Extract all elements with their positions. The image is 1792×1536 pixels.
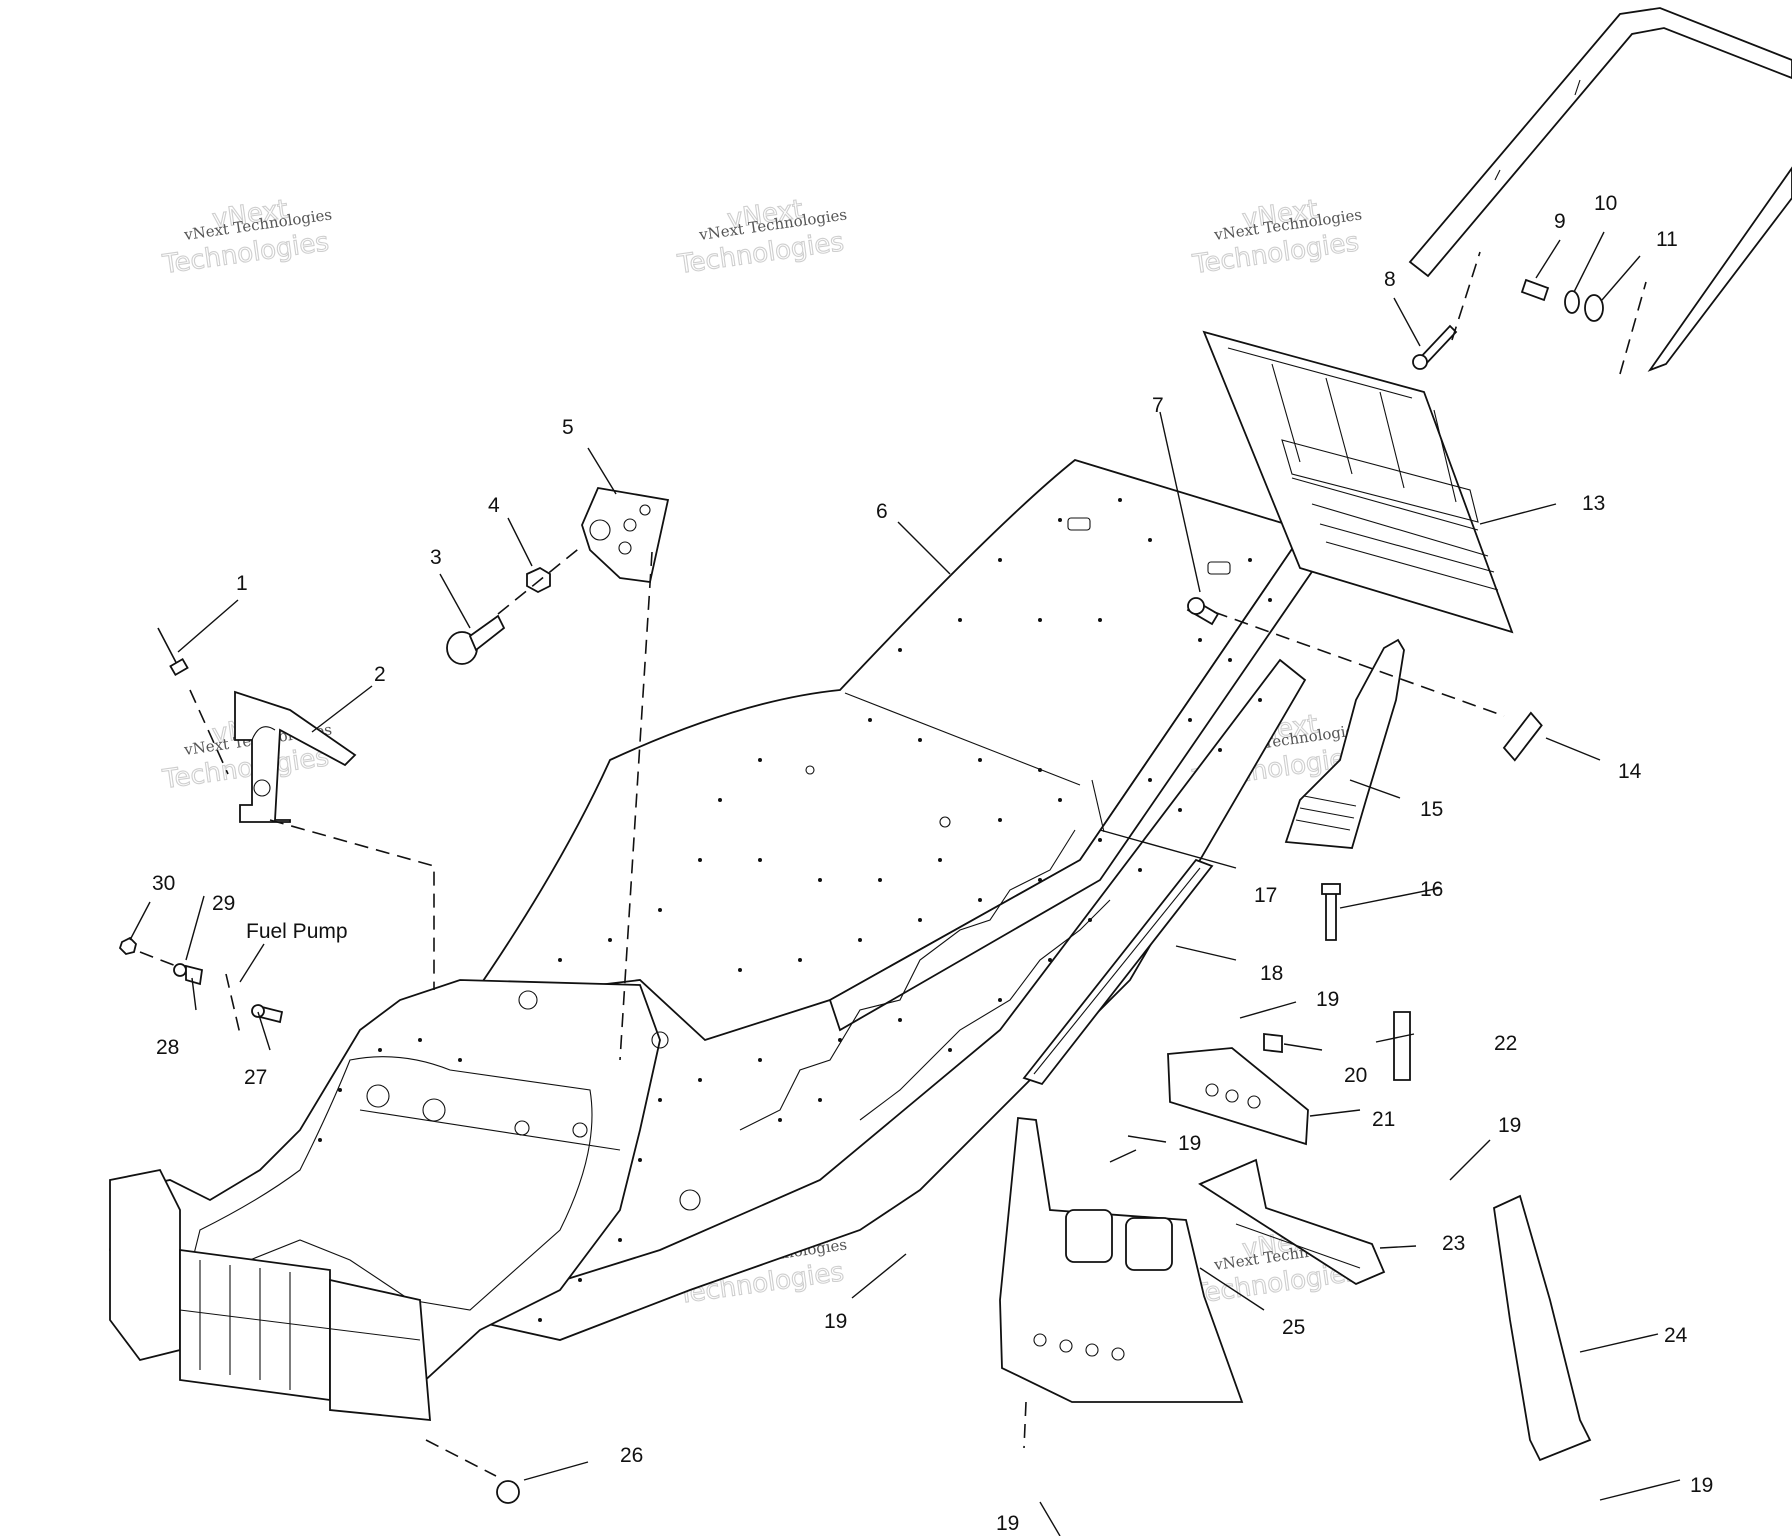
part-24-side-guard <box>1493 1194 1592 1462</box>
part-1-bolt <box>157 627 189 677</box>
label-part-4: 4 <box>488 494 500 517</box>
chassis-tunnel <box>109 459 1322 1422</box>
label-part-10: 10 <box>1594 192 1617 215</box>
label-part-5: 5 <box>562 416 574 439</box>
part-13-snow-flap <box>1202 330 1514 634</box>
label-part-19e: 19 <box>996 1512 1019 1535</box>
label-part-18: 18 <box>1260 962 1283 985</box>
label-part-19b: 19 <box>1178 1132 1201 1155</box>
part-5-mount-plate <box>581 486 670 584</box>
label-part-16: 16 <box>1420 878 1443 901</box>
fuel-pump-label: Fuel Pump <box>246 920 348 943</box>
label-part-30: 30 <box>152 872 175 895</box>
fuel-pump-hardware <box>118 936 284 1024</box>
label-part-15: 15 <box>1420 798 1443 821</box>
part-20-clip <box>1263 1032 1283 1054</box>
part-25-toe-hold <box>999 1117 1244 1403</box>
label-part-19a: 19 <box>1316 988 1339 1011</box>
label-part-19f: 19 <box>1690 1474 1713 1497</box>
label-part-8: 8 <box>1384 268 1396 291</box>
label-part-2: 2 <box>374 663 386 686</box>
label-part-14: 14 <box>1618 760 1642 783</box>
part-21-footrest-bracket <box>1167 1047 1309 1146</box>
label-part-1: 1 <box>236 572 248 595</box>
label-part-17: 17 <box>1254 884 1277 907</box>
label-part-29: 29 <box>212 892 235 915</box>
label-part-27: 27 <box>244 1066 267 1089</box>
part-10-washer <box>1564 290 1580 314</box>
leader-lines <box>129 231 1681 1536</box>
label-part-19c: 19 <box>1498 1114 1521 1137</box>
label-part-13: 13 <box>1582 492 1605 515</box>
part-17-skirt-panel <box>1091 779 1105 833</box>
part-3-shoulder-bolt <box>446 614 506 665</box>
part-4-nut <box>526 566 551 594</box>
label-part-28: 28 <box>156 1036 179 1059</box>
part-14-plate <box>1502 711 1543 762</box>
label-part-21: 21 <box>1372 1108 1395 1131</box>
part-11-washer <box>1584 294 1604 322</box>
label-part-25: 25 <box>1282 1316 1305 1339</box>
label-part-7: 7 <box>1152 394 1164 417</box>
part-26-plug <box>496 1480 520 1504</box>
label-part-19d: 19 <box>824 1310 847 1333</box>
label-part-23: 23 <box>1442 1232 1465 1255</box>
label-part-22: 22 <box>1494 1032 1517 1055</box>
rear-bumper-rails <box>1408 7 1792 372</box>
label-part-24: 24 <box>1664 1324 1688 1347</box>
part-16-rivet <box>1321 883 1341 941</box>
rivet-dots <box>318 498 1272 1322</box>
label-part-3: 3 <box>430 546 442 569</box>
label-part-26: 26 <box>620 1444 643 1467</box>
part-8-bolt <box>1412 324 1458 370</box>
part-number-labels: 1 2 3 4 5 6 7 8 9 10 11 13 14 15 16 17 1… <box>152 192 1713 1535</box>
part-15-bracket <box>1284 638 1405 849</box>
part-18-running-board-strip <box>1022 858 1214 1086</box>
label-part-9: 9 <box>1554 210 1566 233</box>
label-part-6: 6 <box>876 500 888 523</box>
part-23-footrest <box>1198 1158 1386 1286</box>
part-2-bracket <box>234 690 357 823</box>
part-9-bolt <box>1520 278 1550 302</box>
part-7-bolt <box>1186 597 1220 626</box>
label-part-20: 20 <box>1344 1064 1367 1087</box>
part-22-tab <box>1393 1011 1411 1081</box>
label-part-11: 11 <box>1656 228 1678 251</box>
